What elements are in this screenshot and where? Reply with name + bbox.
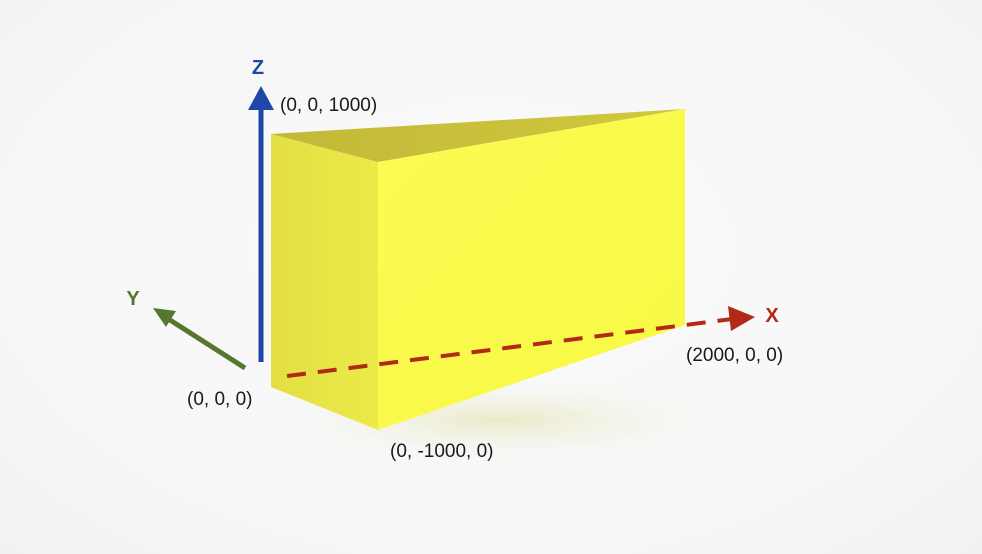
wedge-front-face [378, 109, 685, 430]
label-z-top: (0, 0, 1000) [280, 95, 377, 116]
x-axis-line [286, 317, 733, 378]
z-axis-arrowhead [248, 86, 274, 110]
label-x-end: (2000, 0, 0) [686, 345, 783, 366]
label-y-neg: (0, -1000, 0) [390, 441, 494, 462]
y-axis-label: Y [126, 288, 140, 310]
wedge-top-face [271, 109, 685, 162]
x-axis-arrowhead [728, 306, 755, 331]
y-axis-arrowhead [153, 308, 176, 327]
wedge-side-face [271, 134, 378, 430]
label-origin: (0, 0, 0) [187, 389, 252, 410]
x-axis-label: X [765, 305, 779, 327]
y-axis-line [168, 317, 247, 371]
z-axis-label: Z [252, 57, 264, 79]
